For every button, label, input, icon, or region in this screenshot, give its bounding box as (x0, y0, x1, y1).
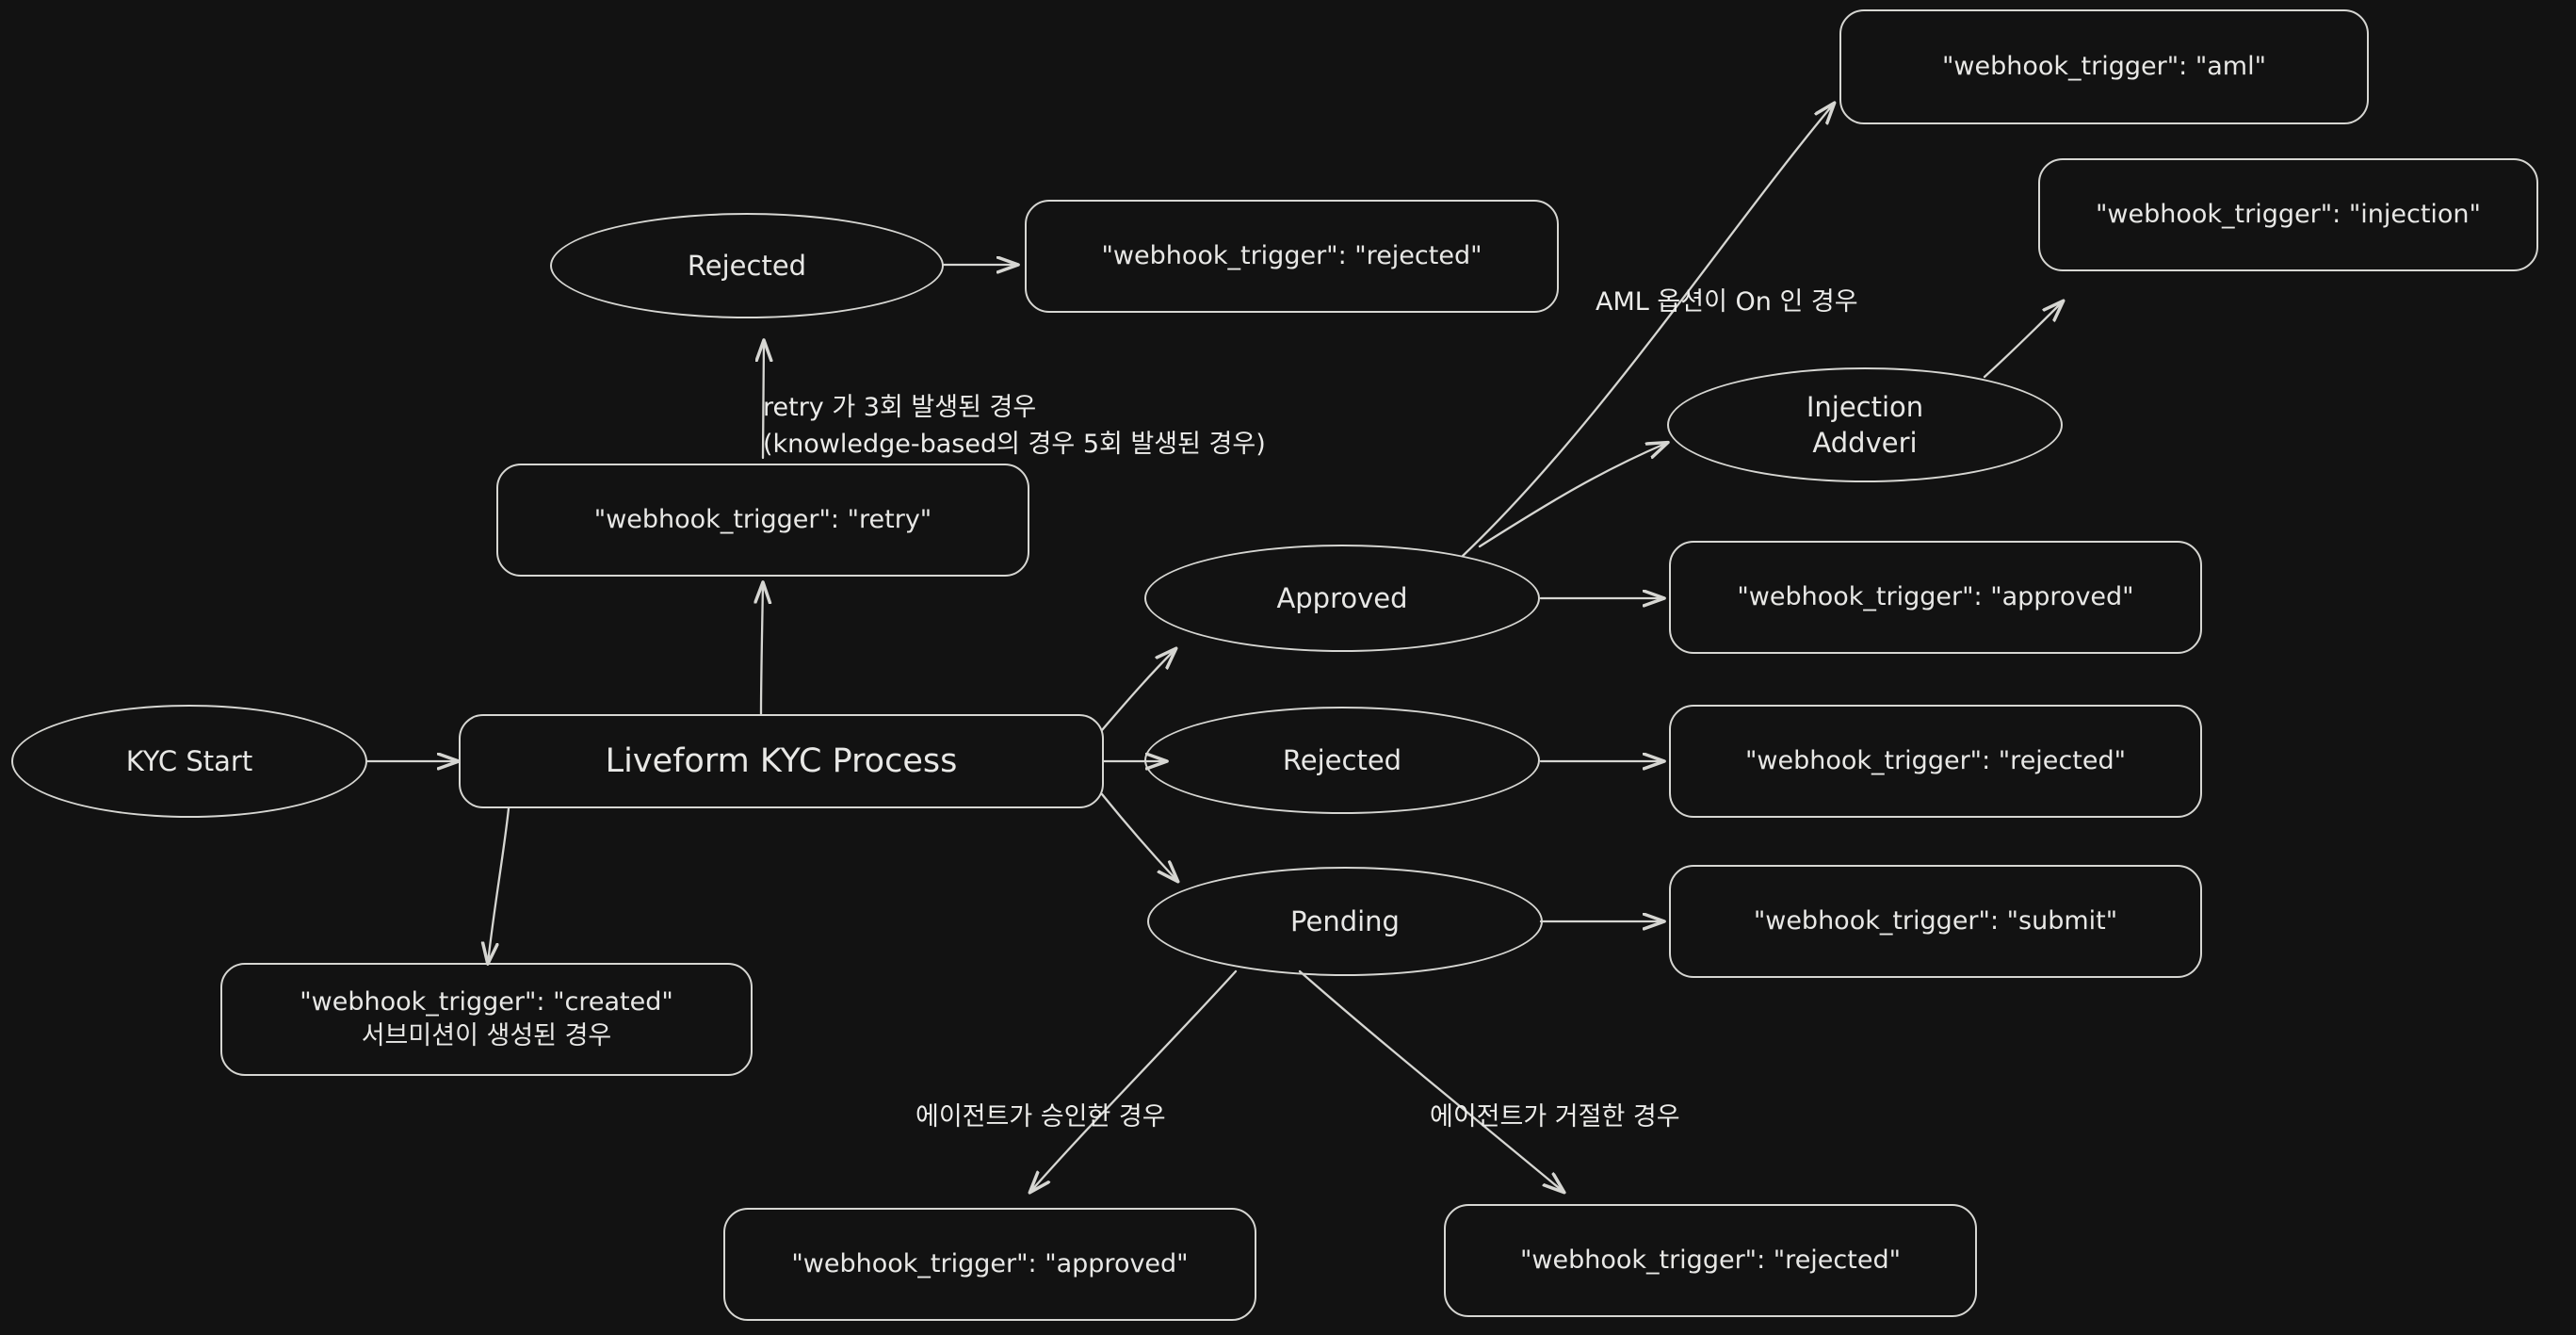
node-injection-addveri[interactable]: Injection Addveri (1667, 367, 2063, 482)
edge-label-agent-rejected-text: 에이전트가 거절한 경우 (1430, 1102, 1680, 1132)
edge-process-to-approved (1100, 649, 1175, 732)
webhook-box-aml[interactable]: "webhook_trigger": "aml" (1839, 9, 2369, 124)
node-pending[interactable]: Pending (1147, 867, 1543, 976)
edge-label-agent-rejected: 에이전트가 거절한 경우 (1430, 1062, 1680, 1135)
webhook-box-injection[interactable]: "webhook_trigger": "injection" (2038, 158, 2538, 271)
webhook-box-retry[interactable]: "webhook_trigger": "retry" (496, 464, 1029, 577)
edge-label-aml-on: AML 옵션이 On 인 경우 (1596, 247, 1858, 320)
edge-injection-node-to-webhook (1983, 301, 2063, 379)
webhook-box-rejected-top-text: "webhook_trigger": "rejected" (1101, 241, 1482, 271)
edge-process-to-pending (1100, 792, 1177, 881)
node-liveform-kyc-process[interactable]: Liveform KYC Process (459, 714, 1104, 808)
webhook-box-agent-approved-text: "webhook_trigger": "approved" (791, 1249, 1189, 1279)
edge-process-to-retry (761, 583, 763, 716)
webhook-box-created[interactable]: "webhook_trigger": "created" 서브미션이 생성된 경… (220, 963, 753, 1076)
webhook-box-aml-text: "webhook_trigger": "aml" (1942, 52, 2266, 82)
edge-process-to-created (488, 806, 510, 963)
webhook-box-submit[interactable]: "webhook_trigger": "submit" (1669, 865, 2202, 978)
edge-label-agent-approved-text: 에이전트가 승인한 경우 (915, 1102, 1166, 1132)
edge-label-retry-count: retry 가 3회 발생된 경우 (knowledge-based의 경우 5… (763, 352, 1266, 463)
node-pending-label: Pending (1290, 904, 1400, 937)
webhook-box-agent-approved[interactable]: "webhook_trigger": "approved" (723, 1208, 1256, 1321)
node-kyc-start[interactable]: KYC Start (11, 705, 367, 818)
edge-approved-to-injection-node (1478, 443, 1667, 548)
edge-label-agent-approved: 에이전트가 승인한 경우 (915, 1062, 1166, 1135)
webhook-box-retry-text: "webhook_trigger": "retry" (593, 505, 932, 535)
node-rejected-top[interactable]: Rejected (550, 213, 944, 318)
edge-approved-to-aml (1461, 104, 1834, 558)
webhook-box-agent-rejected[interactable]: "webhook_trigger": "rejected" (1444, 1204, 1977, 1317)
webhook-box-rejected-mid-text: "webhook_trigger": "rejected" (1744, 746, 2127, 776)
webhook-box-agent-rejected-text: "webhook_trigger": "rejected" (1519, 1245, 1902, 1276)
edge-label-aml-on-text: AML 옵션이 On 인 경우 (1596, 287, 1858, 317)
webhook-box-approved[interactable]: "webhook_trigger": "approved" (1669, 541, 2202, 654)
node-rejected-top-label: Rejected (687, 249, 807, 282)
node-rejected-mid[interactable]: Rejected (1144, 707, 1540, 814)
webhook-box-approved-text: "webhook_trigger": "approved" (1737, 582, 2134, 612)
node-liveform-kyc-process-label: Liveform KYC Process (605, 741, 958, 780)
webhook-box-created-text: "webhook_trigger": "created" 서브미션이 생성된 경… (300, 987, 673, 1050)
node-injection-addveri-label: Injection Addveri (1806, 390, 1924, 459)
webhook-box-rejected-top[interactable]: "webhook_trigger": "rejected" (1025, 200, 1559, 313)
edge-label-retry-count-text: retry 가 3회 발생된 경우 (knowledge-based의 경우 5… (763, 393, 1266, 460)
node-kyc-start-label: KYC Start (125, 744, 253, 777)
webhook-box-submit-text: "webhook_trigger": "submit" (1753, 906, 2118, 936)
node-rejected-mid-label: Rejected (1282, 743, 1402, 776)
webhook-box-rejected-mid[interactable]: "webhook_trigger": "rejected" (1669, 705, 2202, 818)
node-approved-label: Approved (1276, 581, 1408, 614)
webhook-box-injection-text: "webhook_trigger": "injection" (2096, 200, 2481, 230)
node-approved[interactable]: Approved (1144, 545, 1540, 652)
